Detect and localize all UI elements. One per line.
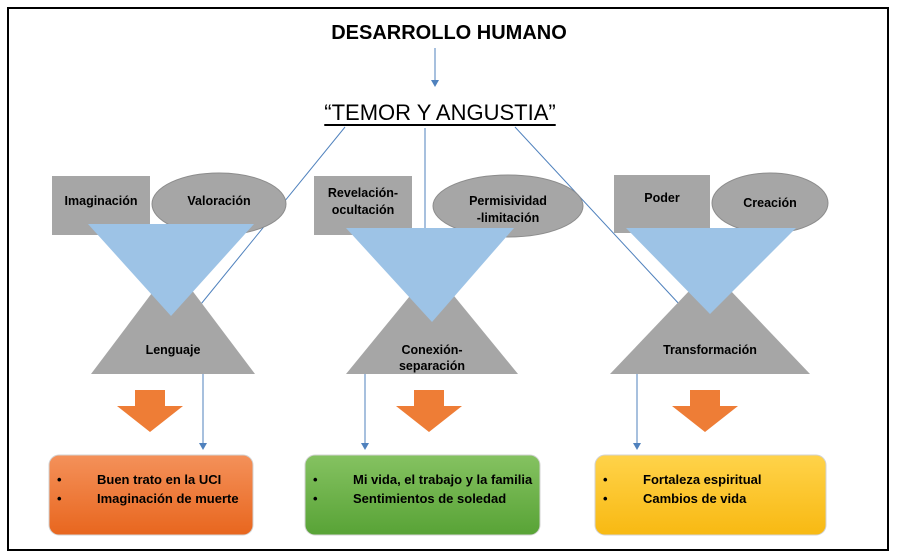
result-list-2: Mi vida, el trabajo y la familia Sentimi… <box>305 470 540 508</box>
funnel-triangle-2 <box>346 228 514 322</box>
diagram-subtitle: “TEMOR Y ANGUSTIA” <box>324 100 556 125</box>
diagram-title: DESARROLLO HUMANO <box>331 22 567 44</box>
triangle-label-conexion-line1: Conexión- <box>401 343 463 357</box>
rect-label-revelacion-line1: Revelación- <box>327 186 399 200</box>
ellipse-permisividad-limitacion <box>432 174 584 238</box>
list-item: Buen trato en la UCI <box>49 470 253 489</box>
funnel-triangle-3 <box>626 228 796 314</box>
ellipse-label-permisividad-line2: -limitación <box>476 211 540 225</box>
triangle-label-lenguaje: Lenguaje <box>145 343 201 357</box>
rect-poder <box>614 175 710 233</box>
triangle-label-conexion-line2: separación <box>398 359 465 373</box>
connector-line-right <box>514 126 681 306</box>
orange-down-arrow-2 <box>396 390 462 432</box>
ellipse-label-valoracion: Valoración <box>187 194 251 208</box>
ellipse-label-permisividad-line1: Permisividad <box>469 194 547 208</box>
diagram-frame <box>7 7 889 551</box>
funnel-triangle-1 <box>88 224 254 316</box>
list-item: Fortaleza espiritual <box>595 470 826 489</box>
list-item: Mi vida, el trabajo y la familia <box>305 470 540 489</box>
triangle-label-transformacion: Transformación <box>663 343 757 357</box>
list-item: Sentimientos de soledad <box>305 489 540 508</box>
list-item: Imaginación de muerte <box>49 489 253 508</box>
orange-down-arrow-3 <box>672 390 738 432</box>
rect-label-poder: Poder <box>644 191 680 205</box>
rect-revelacion-ocultacion <box>314 176 412 235</box>
triangle-lenguaje <box>91 265 255 374</box>
rect-label-revelacion-line2: ocultación <box>331 203 395 217</box>
result-list-3: Fortaleza espiritual Cambios de vida <box>595 470 826 508</box>
ellipse-label-creacion: Creación <box>743 196 797 210</box>
result-list-1: Buen trato en la UCI Imaginación de muer… <box>49 470 253 508</box>
rect-label-imaginacion: Imaginación <box>64 194 138 208</box>
list-item: Cambios de vida <box>595 489 826 508</box>
triangle-transformacion <box>610 269 810 374</box>
orange-down-arrow-1 <box>117 390 183 432</box>
